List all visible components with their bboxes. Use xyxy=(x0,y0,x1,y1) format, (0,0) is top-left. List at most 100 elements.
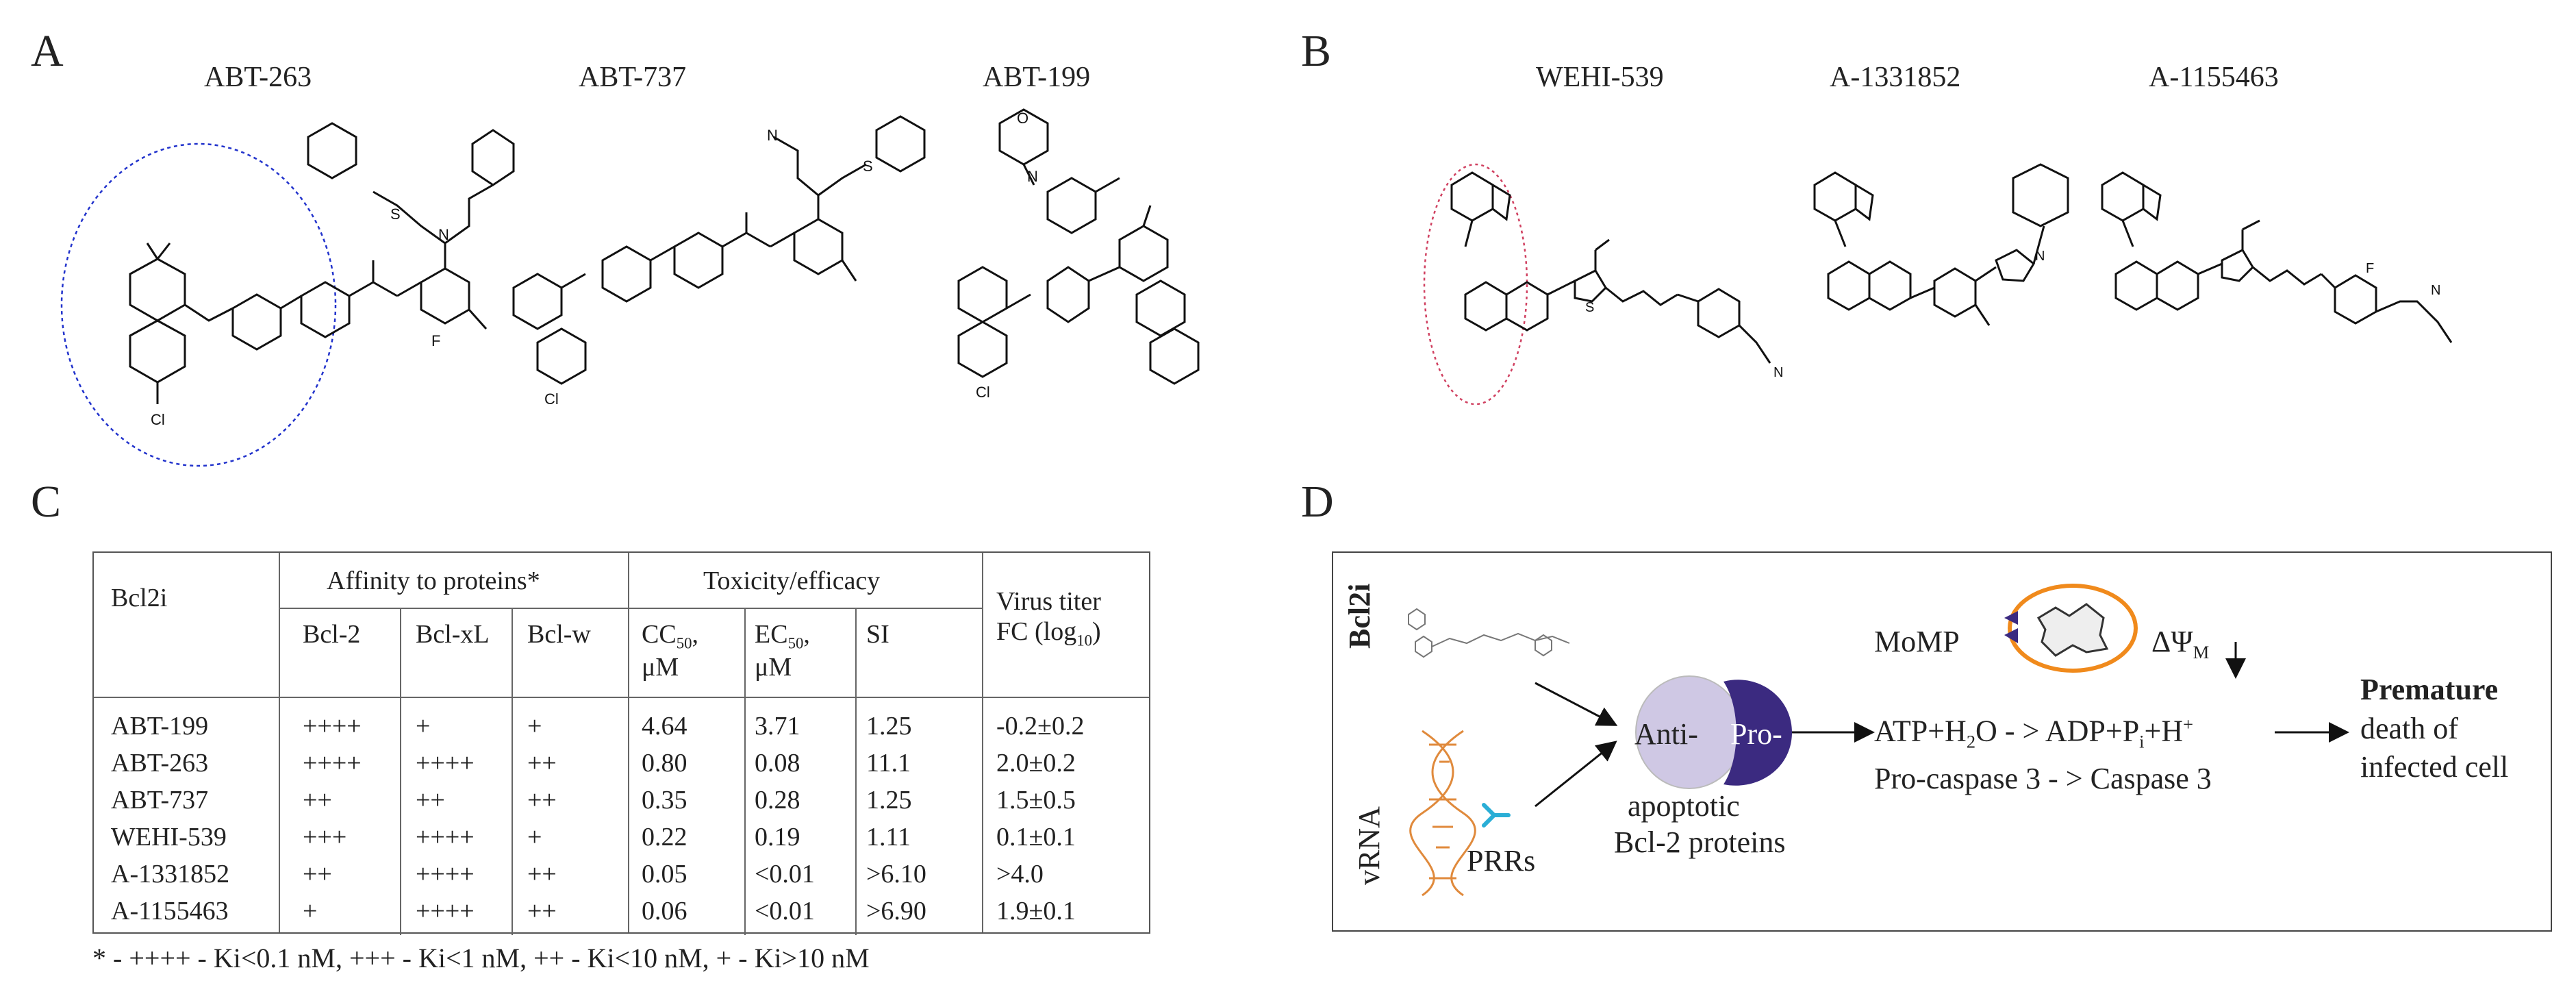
atom-label-n: N xyxy=(438,226,449,243)
compound-name-abt199: ABT-199 xyxy=(983,62,1091,93)
cell-ec50: 0.28 xyxy=(755,786,800,815)
apoptotic-label: apoptotic xyxy=(1628,789,1740,823)
infected-cell-label: infected cell xyxy=(2360,750,2509,784)
cell-bcl2: +++ xyxy=(303,823,347,851)
cell-si: 1.25 xyxy=(866,786,912,815)
compound-name-abt263: ABT-263 xyxy=(204,62,312,93)
cell-si: >6.10 xyxy=(866,860,926,888)
cell-bclxl: ++++ xyxy=(416,897,475,925)
momp-label: MoMP xyxy=(1874,625,1960,658)
cell-fc: >4.0 xyxy=(996,860,1044,888)
compound-name-wehi539: WEHI-539 xyxy=(1536,62,1664,93)
cell-ec50: <0.01 xyxy=(755,860,815,888)
atom-label-o: O xyxy=(1017,110,1028,127)
delta-psi-label: ΔΨM xyxy=(2151,625,2210,662)
cell-fc: 0.1±0.1 xyxy=(996,823,1076,851)
cell-name: A-1331852 xyxy=(111,860,230,888)
cell-fc: 1.9±0.1 xyxy=(996,897,1076,925)
cell-si: 11.1 xyxy=(866,749,911,778)
bcl2i-molecule-icon xyxy=(1402,601,1580,676)
cell-ec50: <0.01 xyxy=(755,897,815,925)
cell-bcl2: + xyxy=(303,897,318,925)
cell-bcl2: ++++ xyxy=(303,712,362,741)
atom-label-n: N xyxy=(767,127,778,144)
atom-label-cl: Cl xyxy=(976,384,990,401)
compound-name-a1331852: A-1331852 xyxy=(1830,62,1961,93)
mechanism-diagram: Bcl2i vRNA PRRs xyxy=(1332,551,2552,932)
cell-bclw: ++ xyxy=(527,786,557,815)
input-arrows xyxy=(1333,553,2349,933)
cell-name: WEHI-539 xyxy=(111,823,227,851)
header-cc50: CC50,μM xyxy=(642,620,698,682)
atom-label-s: S xyxy=(863,158,873,175)
cell-bcl2: ++ xyxy=(303,786,332,815)
cell-cc50: 0.06 xyxy=(642,897,687,925)
atp-reaction: ATP+H2O - > ADP+Pi+H+ xyxy=(1874,714,2193,752)
cell-bclw: + xyxy=(527,823,542,851)
atom-label-cl: Cl xyxy=(544,390,559,408)
header-affinity: Affinity to proteins* xyxy=(327,567,540,595)
cell-ec50: 0.08 xyxy=(755,749,800,778)
cell-name: ABT-199 xyxy=(111,712,209,741)
cell-bclw: ++ xyxy=(527,749,557,778)
structure-abt737: Cl N S xyxy=(493,103,945,408)
cell-cc50: 4.64 xyxy=(642,712,687,741)
cell-ec50: 0.19 xyxy=(755,823,800,851)
pro-label: Pro- xyxy=(1730,717,1782,751)
atom-label-n: N xyxy=(2035,249,2045,264)
cell-fc: 2.0±0.2 xyxy=(996,749,1076,778)
cell-si: 1.11 xyxy=(866,823,911,851)
caspase-reaction: Pro-caspase 3 - > Caspase 3 xyxy=(1874,762,2212,795)
cell-fc: -0.2±0.2 xyxy=(996,712,1085,741)
bcl2-complex-icon xyxy=(1621,669,1792,793)
mitochondrion-icon xyxy=(2004,580,2141,676)
cell-cc50: 0.80 xyxy=(642,749,687,778)
structure-abt199: Cl N O xyxy=(931,103,1246,401)
header-bcl2: Bcl-2 xyxy=(303,620,361,649)
panel-letter-d: D xyxy=(1301,477,1334,527)
structure-a1331852: N xyxy=(1808,158,2082,377)
cell-ec50: 3.71 xyxy=(755,712,800,741)
structure-a1155463: N F xyxy=(2095,158,2479,390)
structure-abt263: Cl F N S xyxy=(48,103,500,473)
atom-label-n: N xyxy=(2431,283,2440,298)
atom-label-cl: Cl xyxy=(151,411,165,428)
cell-name: ABT-263 xyxy=(111,749,209,778)
anti-label: Anti- xyxy=(1634,717,1698,751)
cell-si: 1.25 xyxy=(866,712,912,741)
table-footnote: * - ++++ - Ki<0.1 nM, +++ - Ki<1 nM, ++ … xyxy=(92,943,870,973)
bcl2-proteins-label: Bcl-2 proteins xyxy=(1614,825,1786,859)
atom-label-n: N xyxy=(1027,168,1038,185)
death-of-label: death of xyxy=(2360,712,2458,745)
structure-wehi539: N S xyxy=(1411,158,1783,418)
cell-bclxl: ++++ xyxy=(416,823,475,851)
prr-receptor-icon xyxy=(1478,799,1513,834)
header-ec50: EC50,μM xyxy=(755,620,810,682)
cell-bclw: + xyxy=(527,712,542,741)
panel-letter-a: A xyxy=(31,26,64,76)
cell-bclxl: + xyxy=(416,712,431,741)
prrs-label: PRRs xyxy=(1467,844,1536,878)
header-si: SI xyxy=(866,620,889,649)
atom-label-s: S xyxy=(390,206,401,223)
cell-fc: 1.5±0.5 xyxy=(996,786,1076,815)
compound-name-a1155463: A-1155463 xyxy=(2149,62,2279,93)
cell-bclw: ++ xyxy=(527,897,557,925)
affinity-table: Bcl2i Affinity to proteins* Toxicity/eff… xyxy=(92,551,1150,935)
cell-bclw: ++ xyxy=(527,860,557,888)
panel-letter-b: B xyxy=(1301,26,1332,76)
premature-label: Premature xyxy=(2360,673,2499,706)
atom-label-f: F xyxy=(2366,261,2374,276)
cell-bclxl: ++++ xyxy=(416,749,475,778)
atom-label-n: N xyxy=(1773,365,1783,380)
atom-label-s: S xyxy=(1585,300,1594,315)
pro-apoptotic-blob xyxy=(1723,680,1792,786)
cell-cc50: 0.35 xyxy=(642,786,687,815)
cell-name: ABT-737 xyxy=(111,786,209,815)
header-virus-titer: Virus titer FC (log10) xyxy=(996,587,1101,649)
atom-label-f: F xyxy=(431,332,440,349)
cell-cc50: 0.05 xyxy=(642,860,687,888)
header-bcl2i: Bcl2i xyxy=(111,584,168,612)
dna-helix-icon xyxy=(1409,731,1477,916)
cell-cc50: 0.22 xyxy=(642,823,687,851)
